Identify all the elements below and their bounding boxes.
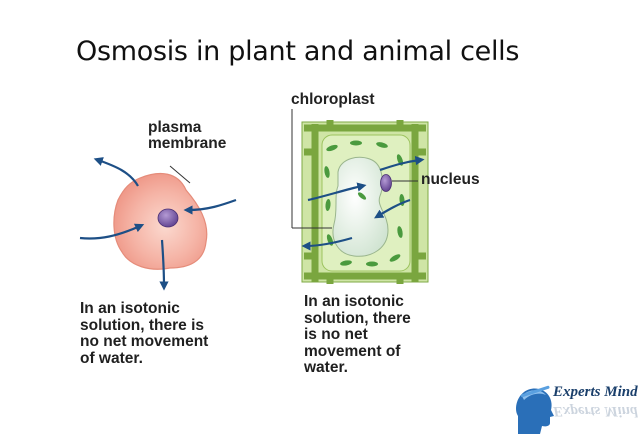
logo-text-reflection: Experts Mind — [553, 403, 638, 419]
plant-arrow-in-1 — [307, 182, 367, 202]
animal-arrow-out-upleft — [93, 157, 139, 187]
animal-arrows — [79, 157, 237, 291]
plant-nucleus — [380, 174, 392, 192]
animal-caption-line-3: no net movement — [80, 333, 209, 350]
plasma-membrane-label: plasma membrane — [148, 120, 226, 152]
plant-caption-line-1: In an isotonic — [304, 293, 404, 310]
animal-nucleus — [157, 208, 179, 228]
plant-caption-line-2: solution, there — [304, 309, 411, 327]
plant-cell-wall — [304, 120, 426, 284]
plasma-membrane-label-line-1: plasma — [148, 119, 202, 136]
animal-arrow-in-right — [183, 198, 237, 215]
animal-arrow-out-down — [159, 239, 169, 291]
plant-arrow-out-1 — [379, 155, 425, 172]
animal-arrow-in-left — [79, 223, 145, 240]
plasma-membrane-label-line-2: membrane — [148, 135, 227, 152]
plant-caption-line-3: is no net — [304, 326, 368, 343]
experts-mind-logo — [516, 385, 554, 434]
animal-cell-caption: In an isotonic solution, there is no net… — [80, 300, 209, 367]
plant-arrows — [301, 155, 425, 251]
plasma-membrane-pointer — [169, 165, 191, 184]
animal-caption-line-4: of water. — [80, 349, 143, 367]
slide-title: Osmosis in plant and animal cells — [76, 36, 520, 67]
nucleus-label: nucleus — [421, 171, 480, 188]
plant-cell — [301, 120, 429, 284]
plant-arrow-out-2 — [301, 236, 353, 251]
plant-arrow-in-2 — [374, 198, 411, 219]
chloroplast-pointer — [291, 109, 332, 229]
plant-cell-caption: In an isotonic solution, there is no net… — [304, 293, 411, 377]
chloroplast-label: chloroplast — [291, 91, 375, 108]
head-icon — [516, 385, 554, 434]
logo-text: Experts Mind — [553, 384, 638, 400]
animal-cell — [113, 172, 208, 270]
plant-vacuole — [332, 156, 389, 257]
plant-caption-line-4: movement of — [304, 342, 401, 360]
animal-caption-line-2: solution, there is — [80, 316, 205, 334]
plant-caption-line-5: water. — [304, 359, 348, 376]
animal-caption-line-1: In an isotonic — [80, 300, 180, 317]
